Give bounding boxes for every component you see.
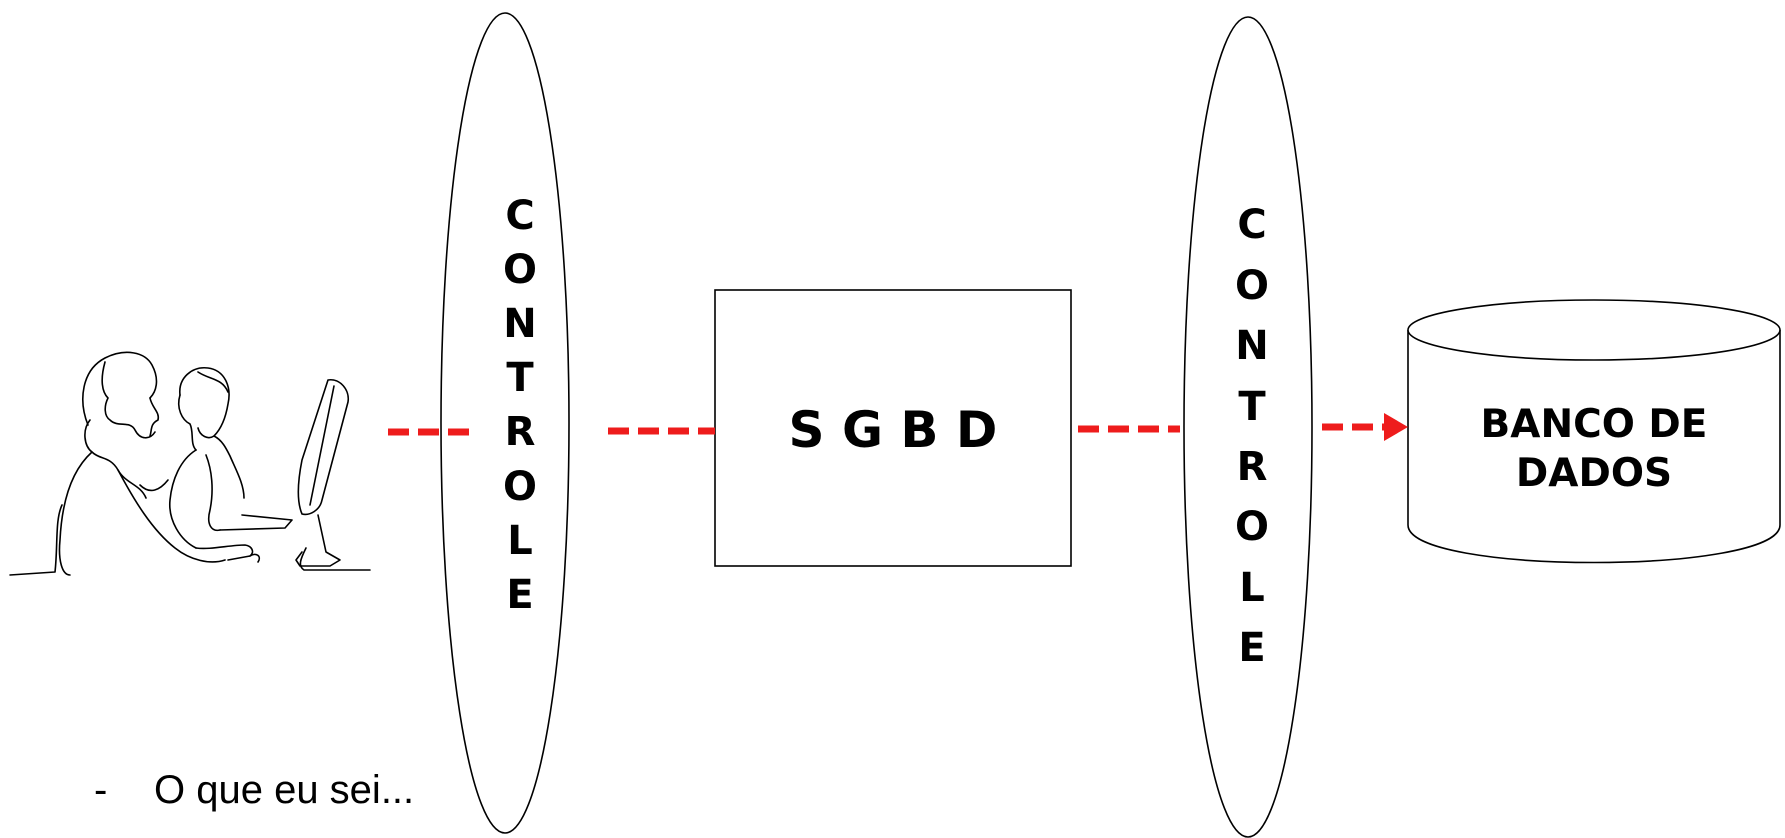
right-control-letter: R [1237,444,1268,490]
right-control-letter: O [1235,504,1269,550]
users-at-computer-line-art-icon [9,351,371,576]
left-control-letter: O [503,247,537,293]
left-control-letter: R [505,409,536,455]
left-control-letter: L [507,518,533,564]
right-control-letter: O [1235,263,1269,309]
right-control-letter: C [1237,202,1266,248]
left-control-ellipse [440,12,570,834]
right-control-letters: C O N T R O L E [1235,202,1269,671]
left-control-letter: N [503,301,536,347]
database-label-line1: BANCO DE [1481,402,1708,447]
right-control-letter: L [1239,565,1265,611]
left-control-letter: O [503,464,537,510]
arrowhead-to-database [1384,413,1408,441]
bullet-item: - O que eu sei... [94,768,414,813]
bullet-dash: - [94,768,108,812]
right-control-letter: T [1238,384,1266,430]
database-label-line2: DADOS [1516,451,1672,496]
connectors [388,423,1385,436]
left-control-letter: C [505,193,534,239]
database-cylinder [1407,299,1781,564]
bullet-text: O que eu sei... [154,768,415,812]
left-control-letters: C O N T R O L E [503,193,537,618]
right-control-letter: E [1238,625,1265,671]
left-control-letter: T [506,355,534,401]
right-control-letter: N [1235,323,1268,369]
sgbd-label: S G B D [789,401,998,459]
left-control-letter: E [506,572,533,618]
right-control-ellipse [1183,16,1313,838]
